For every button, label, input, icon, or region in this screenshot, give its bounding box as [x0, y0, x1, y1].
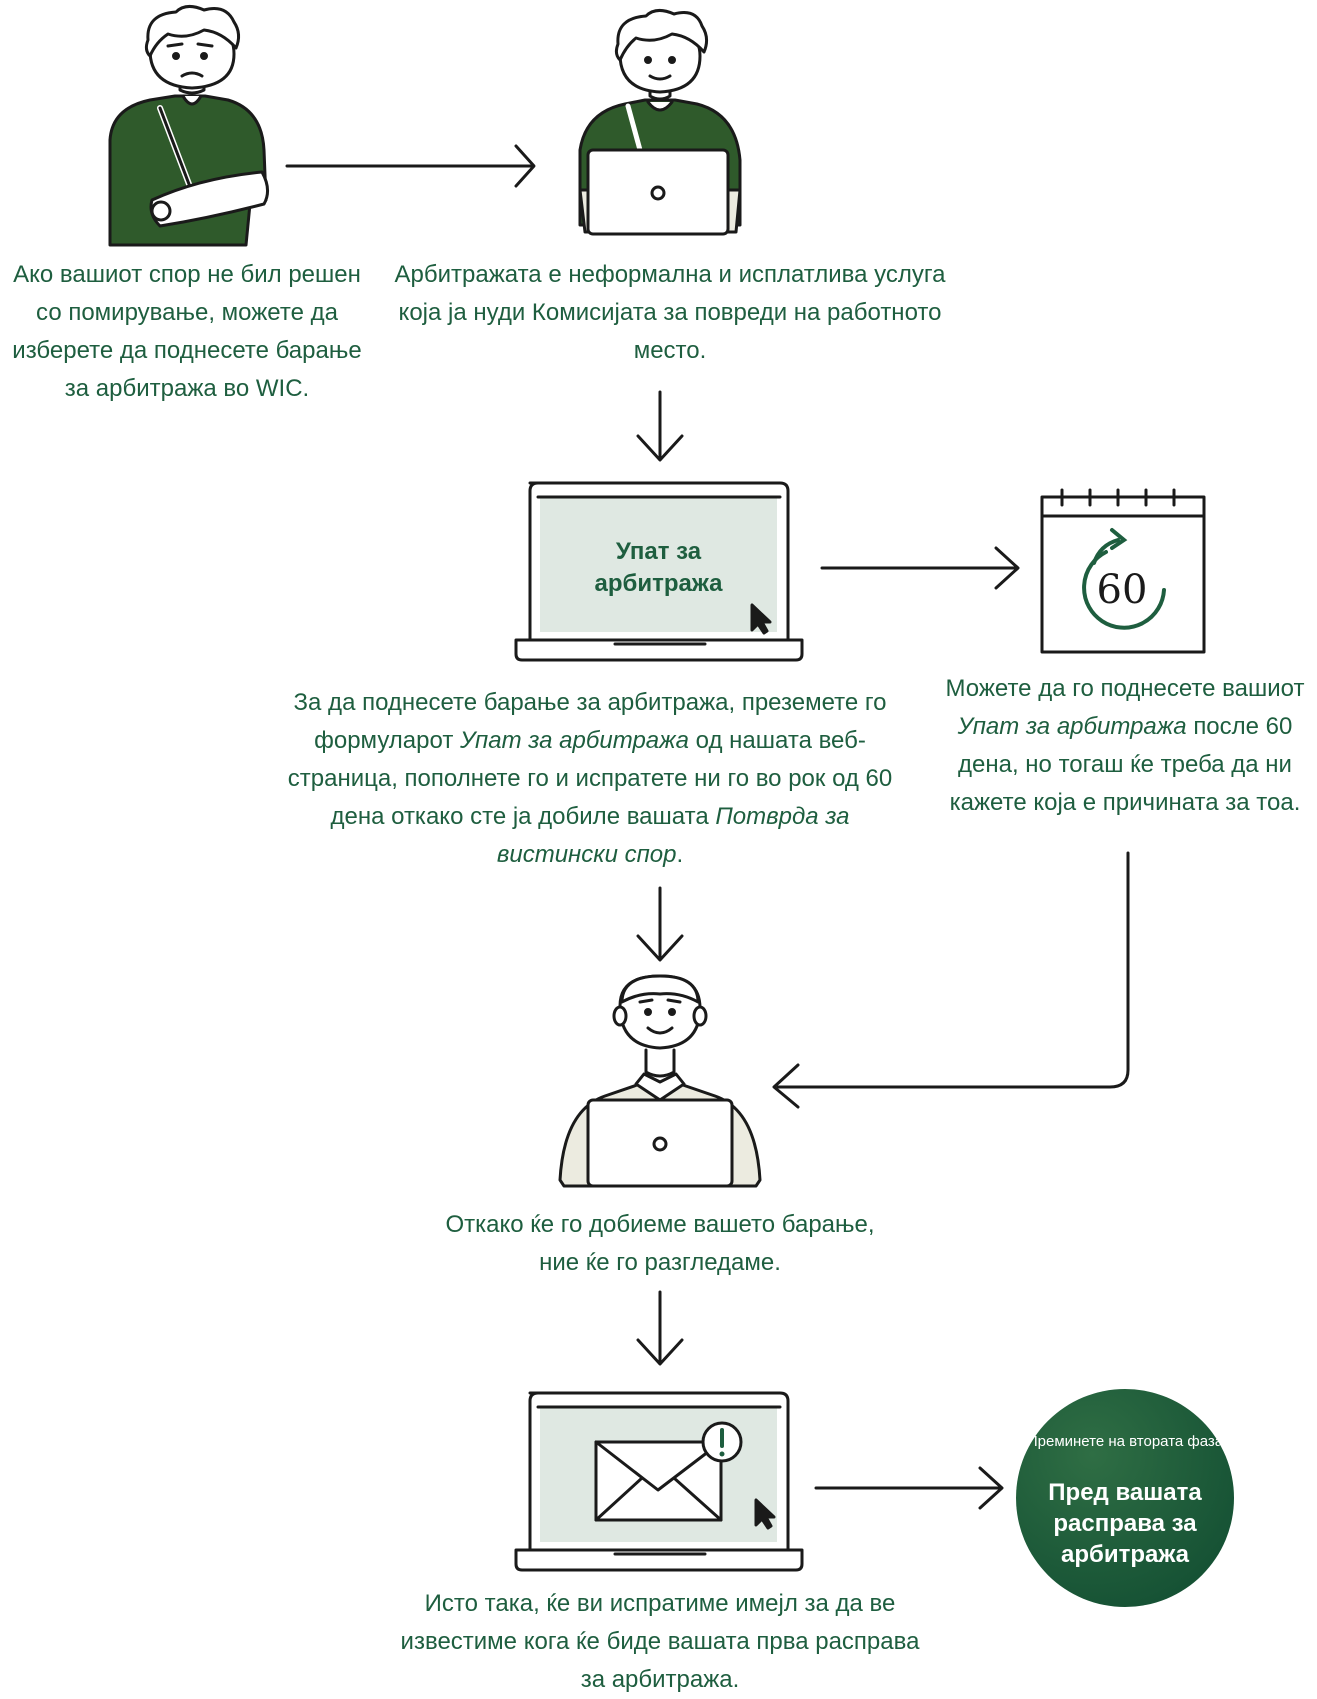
next-phase-label: Преминете на втората фаза [1026, 1433, 1224, 1450]
step-3-doc-name: Потврда за вистински спор [496, 803, 850, 868]
arrow-icon [636, 390, 684, 462]
step-4-form-name: Упат за арбитража [957, 713, 1187, 740]
arrow-icon [820, 546, 1020, 590]
step-4-text: Можете да го поднесете вашиот Упат за ар… [936, 670, 1314, 822]
step-4-part2: после 60 дена, но тогаш ќе треба да ни к… [949, 713, 1301, 816]
step-3-text: За да поднесете барање за арбитража, пре… [272, 684, 908, 874]
step-6-text: Исто така, ќе ви испратиме имејл за да в… [400, 1590, 920, 1693]
arrow-icon [285, 144, 536, 188]
arrow-icon [636, 1290, 684, 1366]
arrow-icon [636, 886, 684, 962]
arrow-icon [814, 1466, 1004, 1510]
next-phase-title: Пред вашата расправа за арбитража [1048, 1479, 1202, 1568]
step-1-text: Ако вашиот спор не бил решен со помирува… [12, 261, 362, 402]
step-4-part1: Можете да го поднесете вашиот [945, 675, 1305, 702]
step-3-part1: За да поднесете барање за арбитража, пре… [293, 689, 887, 754]
laptop-screen-title: Упат за арбитража [594, 538, 723, 597]
next-phase-button[interactable]: Преминете на втората фаза Пред вашата ра… [1016, 1389, 1234, 1607]
step-5-text: Откако ќе го добиеме вашето барање, ние … [445, 1211, 875, 1276]
step-3-part2: од нашата веб-страница, пополнете го и и… [287, 727, 893, 830]
calendar-number: 60 [1097, 567, 1148, 613]
step-3-part3: . [676, 841, 684, 868]
step-2-text: Арбитражата е неформална и исплатлива ус… [394, 261, 946, 364]
arrow-icon [772, 851, 1130, 1109]
step-3-form-name: Упат за арбитража [459, 727, 689, 754]
